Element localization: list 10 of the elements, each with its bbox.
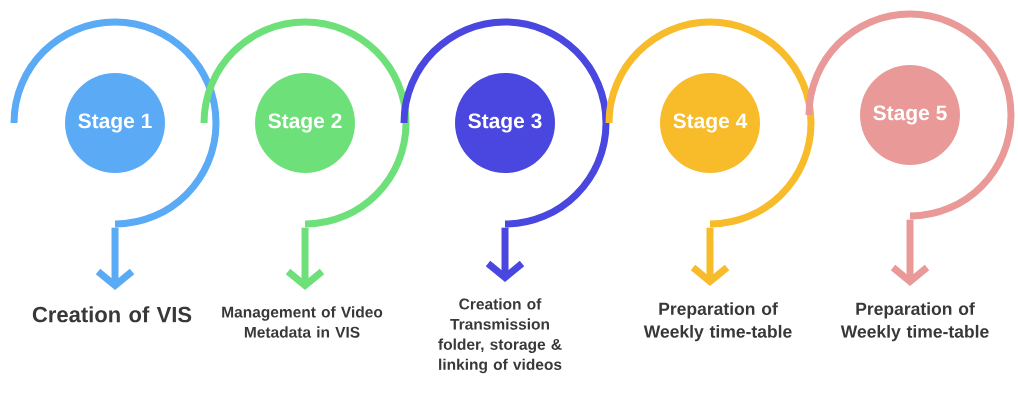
stage-ring-drawing: Stage 4 — [605, 18, 815, 228]
stage-ring-drawing: Stage 3 — [400, 18, 610, 228]
stage-ring-drawing: Stage 5 — [805, 10, 1015, 220]
description-text: Preparation of Weekly time-table — [643, 302, 792, 342]
stage-ring-drawing: Stage 1 — [10, 18, 220, 228]
description-text: Management of Video Metadata in VIS — [222, 306, 383, 338]
description-text: Creation of VIS — [32, 306, 192, 323]
description-text: Creation of Transmission folder, storage & linking of videos — [438, 298, 562, 374]
stage-ring-drawing: Stage 2 — [200, 18, 410, 228]
description-text: Preparation of Weekly time-table — [840, 302, 989, 342]
